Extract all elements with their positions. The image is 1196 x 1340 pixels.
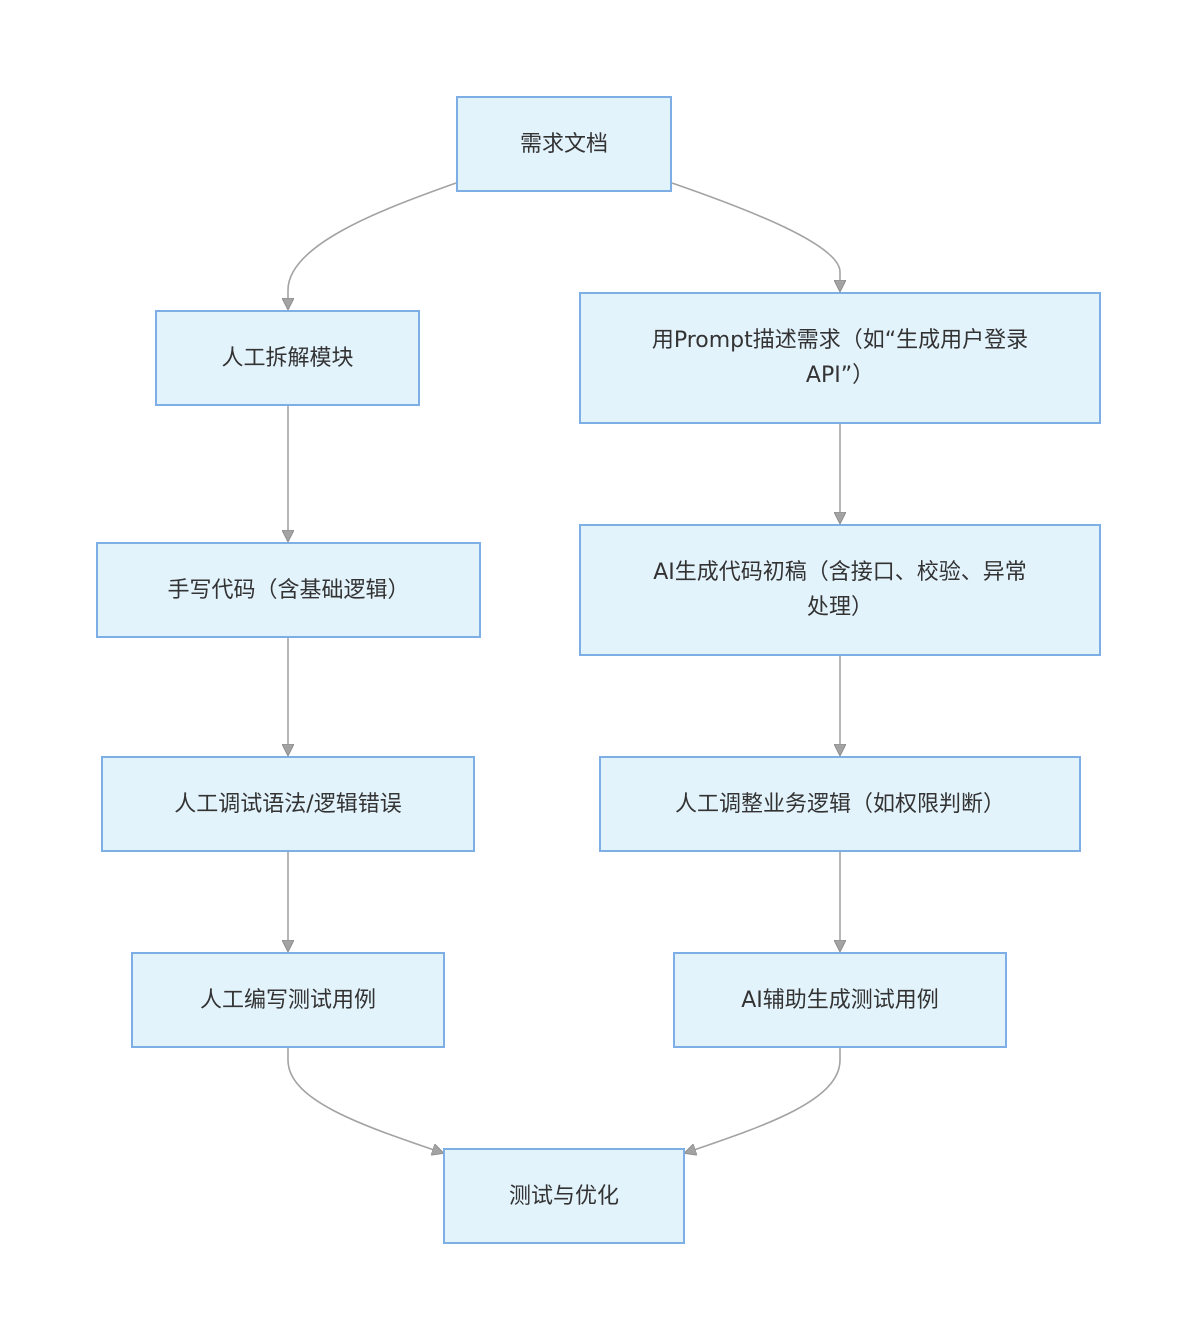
edge-manual-tests-to-test-optimize	[287, 1048, 443, 1153]
node-test-optimize: 测试与优化	[443, 1148, 685, 1244]
node-manual-adjust-logic-label: 人工调整业务逻辑（如权限判断）	[674, 791, 1005, 817]
node-manual-debug: 人工调试语法/逻辑错误	[101, 756, 475, 852]
node-prompt-describe: 用Prompt描述需求（如“生成用户登录API”）	[579, 292, 1101, 424]
node-manual-debug-label: 人工调试语法/逻辑错误	[174, 791, 402, 817]
node-manual-write-tests-label: 人工编写测试用例	[199, 987, 376, 1013]
node-manual-split-modules: 人工拆解模块	[155, 310, 420, 406]
node-ai-assist-tests-label: AI辅助生成测试用例	[741, 987, 939, 1013]
node-ai-generate-draft-label: AI生成代码初稿（含接口、校验、异常处理）	[653, 560, 1027, 620]
edge-requirements-to-prompt	[671, 182, 840, 291]
node-prompt-describe-label: 用Prompt描述需求（如“生成用户登录API”）	[651, 328, 1029, 388]
node-manual-adjust-logic: 人工调整业务逻辑（如权限判断）	[599, 756, 1081, 852]
node-test-optimize-label: 测试与优化	[508, 1183, 619, 1209]
node-requirements-doc-label: 需求文档	[519, 131, 608, 157]
edge-ai-tests-to-test-optimize	[685, 1048, 841, 1153]
node-handwrite-code: 手写代码（含基础逻辑）	[96, 542, 481, 638]
edge-requirements-to-manual-split	[288, 182, 457, 309]
node-ai-assist-tests: AI辅助生成测试用例	[673, 952, 1007, 1048]
node-requirements-doc: 需求文档	[456, 96, 672, 192]
node-manual-split-modules-label: 人工拆解模块	[221, 345, 354, 371]
node-handwrite-code-label: 手写代码（含基础逻辑）	[167, 577, 410, 603]
node-ai-generate-draft: AI生成代码初稿（含接口、校验、异常处理）	[579, 524, 1101, 656]
node-manual-write-tests: 人工编写测试用例	[131, 952, 445, 1048]
